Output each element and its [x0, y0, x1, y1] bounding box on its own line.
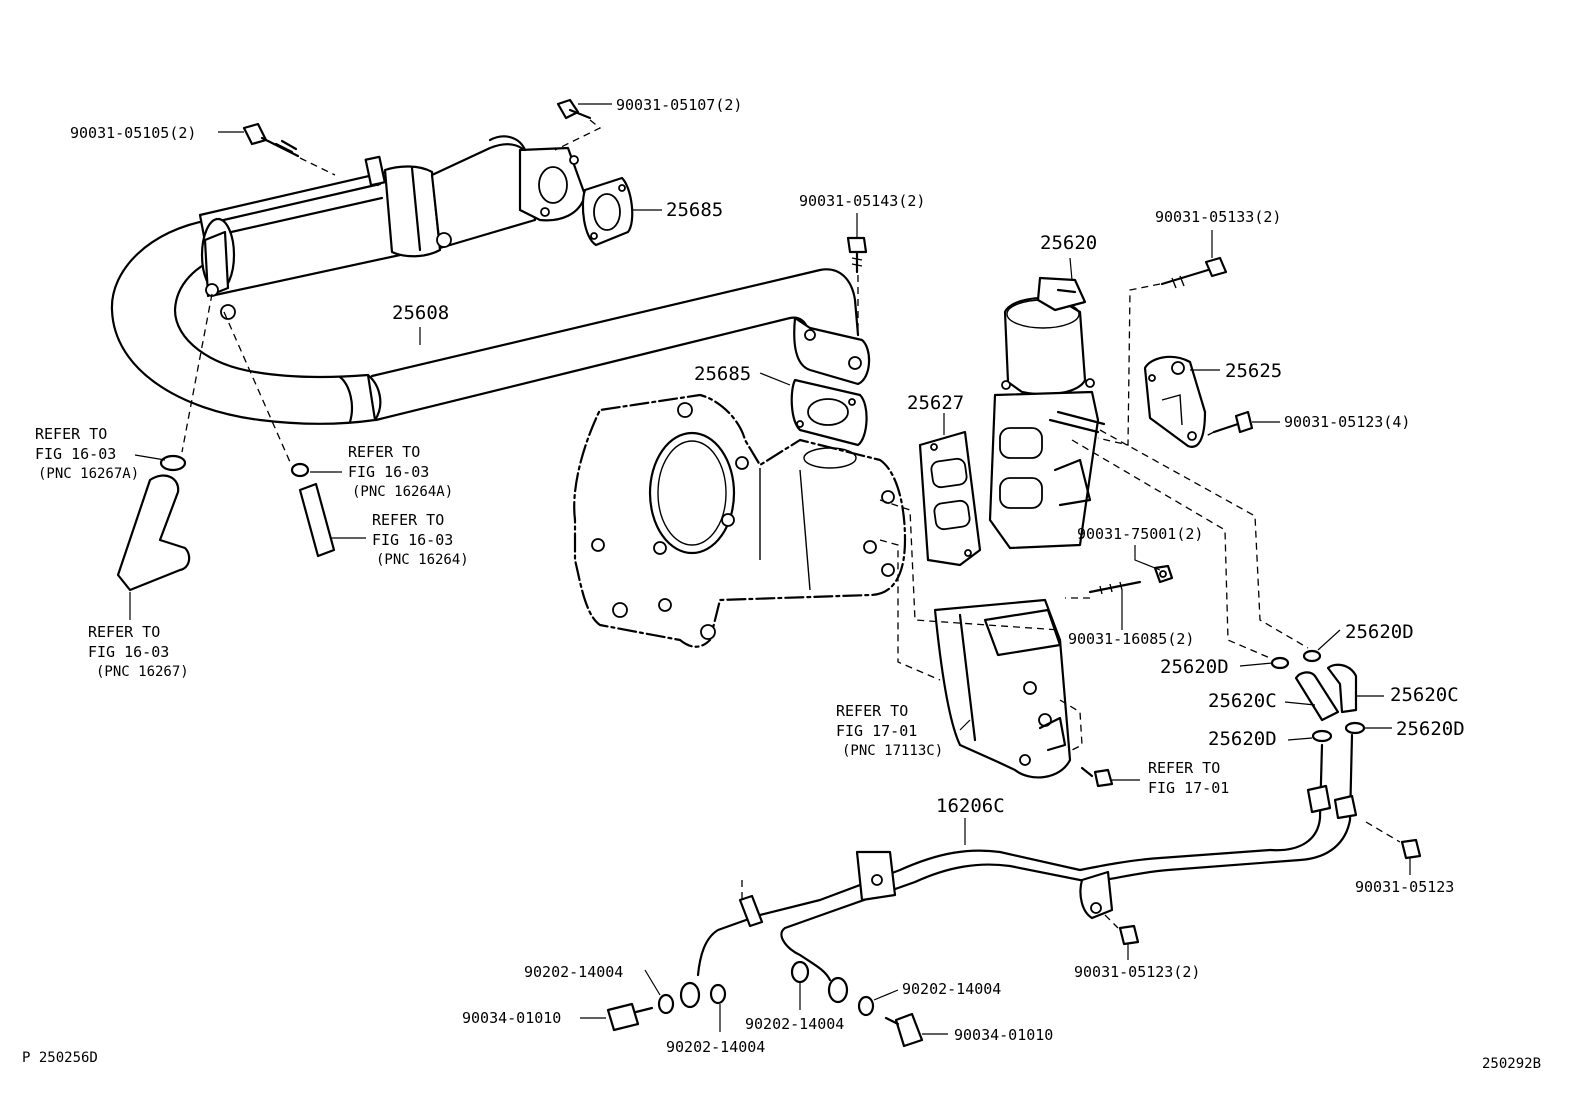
- bolt-ref-17-01: [1080, 766, 1114, 788]
- hose-16267: [116, 454, 191, 592]
- svg-text:(PNC 17113C): (PNC 17113C): [842, 743, 943, 759]
- figure-code-left: P 250256D: [22, 1050, 98, 1066]
- label-25620d-1: 25620D: [1345, 621, 1414, 643]
- label-25627: 25627: [907, 392, 964, 414]
- label-90031-75001: 90031-75001(2): [1077, 525, 1203, 543]
- label-25620d-4: 25620D: [1396, 718, 1465, 740]
- part-labels: 90031-05107(2) 90031-05105(2) 25685 9003…: [22, 96, 1541, 1072]
- bolt-90031-05107: [556, 98, 592, 120]
- svg-text:REFER TO: REFER TO: [1148, 759, 1220, 777]
- svg-text:REFER TO: REFER TO: [836, 702, 908, 720]
- bracket-17113c: [933, 598, 1083, 779]
- intake-housing: [573, 393, 907, 648]
- label-90202-14004-a: 90202-14004: [524, 963, 623, 981]
- label-25620c-1: 25620C: [1208, 690, 1277, 712]
- gasket-90202-14004: [657, 960, 875, 1017]
- label-90031-05105: 90031-05105(2): [70, 124, 196, 142]
- label-90202-14004-b: 90202-14004: [902, 980, 1001, 998]
- label-90031-05123-2: 90031-05123(2): [1074, 963, 1200, 981]
- label-90202-14004-d: 90202-14004: [666, 1038, 765, 1056]
- plate-25625: [1143, 355, 1207, 448]
- label-90031-05143: 90031-05143(2): [799, 192, 925, 210]
- bolt-90031-05123-4: [1212, 410, 1254, 434]
- ref-17-01: REFER TO FIG 17-01: [1148, 759, 1229, 797]
- label-25625: 25625: [1225, 360, 1282, 382]
- label-25685-mid: 25685: [694, 363, 751, 385]
- bolt-90031-05133: [1160, 256, 1228, 289]
- svg-text:FIG 17-01: FIG 17-01: [836, 722, 917, 740]
- assembly-lines: [181, 119, 1401, 929]
- bolt-90031-05123-right: [1400, 838, 1422, 860]
- label-90034-01010-right: 90034-01010: [954, 1026, 1053, 1044]
- label-90031-05123-4: 90031-05123(4): [1284, 413, 1410, 431]
- svg-text:(PNC 16264): (PNC 16264): [376, 552, 469, 568]
- label-25685-top: 25685: [666, 199, 723, 221]
- svg-text:(PNC 16267): (PNC 16267): [96, 664, 189, 680]
- egr-cooler-pipe-25608: [110, 135, 871, 425]
- svg-text:FIG 16-03: FIG 16-03: [88, 643, 169, 661]
- ref-16264a: REFER TO FIG 16-03 (PNC 16264A): [348, 443, 453, 500]
- gasket-25685-top: [581, 176, 634, 247]
- svg-text:REFER TO: REFER TO: [348, 443, 420, 461]
- gasket-25627: [918, 430, 982, 567]
- label-90034-01010-left: 90034-01010: [462, 1009, 561, 1027]
- ref-16267a: REFER TO FIG 16-03 (PNC 16267A): [35, 425, 139, 482]
- egr-valve-25620: [988, 276, 1106, 550]
- svg-text:FIG 16-03: FIG 16-03: [348, 463, 429, 481]
- label-25620d-2: 25620D: [1160, 656, 1229, 678]
- label-90031-16085: 90031-16085(2): [1068, 630, 1194, 648]
- ref-16267: REFER TO FIG 16-03 (PNC 16267): [88, 623, 189, 680]
- svg-text:REFER TO: REFER TO: [35, 425, 107, 443]
- label-25620d-3: 25620D: [1208, 728, 1277, 750]
- label-25608: 25608: [392, 302, 449, 324]
- svg-text:REFER TO: REFER TO: [372, 511, 444, 529]
- stud-90031-16085: [1088, 580, 1142, 595]
- label-25620c-2: 25620C: [1390, 684, 1459, 706]
- label-90202-14004-c: 90202-14004: [745, 1015, 844, 1033]
- svg-text:(PNC 16264A): (PNC 16264A): [352, 484, 453, 500]
- pipe-16206c: [679, 733, 1358, 1009]
- ref-16264: REFER TO FIG 16-03 (PNC 16264): [372, 511, 469, 568]
- label-90031-05123: 90031-05123: [1355, 878, 1454, 896]
- svg-text:FIG 16-03: FIG 16-03: [35, 445, 116, 463]
- label-90031-05133: 90031-05133(2): [1155, 208, 1281, 226]
- gasket-25685-middle: [790, 378, 868, 447]
- svg-text:(PNC 16267A): (PNC 16267A): [38, 466, 139, 482]
- union-bolt-90034-01010: [606, 1002, 924, 1048]
- svg-text:FIG 16-03: FIG 16-03: [372, 531, 453, 549]
- bolt-90031-05123-2: [1118, 924, 1140, 946]
- bolt-90031-05105: [242, 122, 300, 158]
- label-25620: 25620: [1040, 232, 1097, 254]
- hose-25620c-right: [1326, 663, 1358, 714]
- leader-lines: [129, 103, 1411, 1035]
- clamp-25620d: [1270, 649, 1366, 743]
- hose-25620c-left: [1294, 671, 1340, 722]
- figure-code-right: 250292B: [1482, 1056, 1541, 1072]
- hose-16264: [290, 462, 336, 558]
- svg-text:FIG 17-01: FIG 17-01: [1148, 779, 1229, 797]
- bolt-90031-05143: [846, 236, 868, 274]
- label-16206c: 16206C: [936, 795, 1005, 817]
- label-90031-05107: 90031-05107(2): [616, 96, 742, 114]
- ref-17113c: REFER TO FIG 17-01 (PNC 17113C): [836, 702, 943, 759]
- svg-text:REFER TO: REFER TO: [88, 623, 160, 641]
